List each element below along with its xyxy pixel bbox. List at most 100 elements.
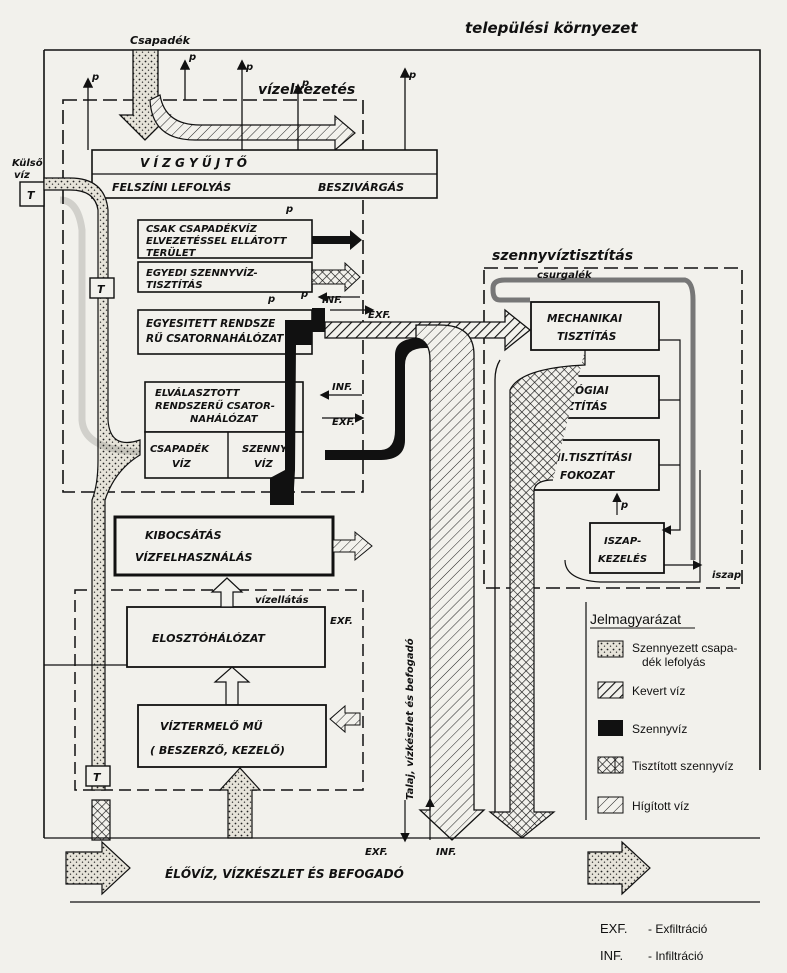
t-box-upper — [89, 277, 115, 299]
p-label-8: p — [300, 289, 308, 300]
t-label-3: T — [93, 771, 102, 784]
rain-water-text-2: VÍZ — [172, 457, 191, 470]
sewage-flow-separate — [325, 338, 470, 460]
distribution-text: ELOSZTÓHÁLÓZAT — [152, 632, 266, 645]
separate-split-box: CSAPADÉK VÍZ SZENNY VÍZ — [144, 431, 304, 479]
sludge-text-2: KEZELÉS — [598, 552, 647, 565]
sewage-flow-combined — [270, 308, 325, 505]
waterworks-box: VÍZTERMELŐ MŰ ( BESZERZŐ, KEZELŐ) — [137, 704, 327, 768]
p-label-1: p — [91, 72, 99, 83]
discharge-box: KIBOCSÁTÁS VÍZFELHASZNÁLÁS — [113, 515, 335, 577]
water-supply-label: vízellátás — [255, 594, 309, 606]
living-water-label: ÉLŐVÍZ, VÍZKÉSZLET ÉS BEFOGADÓ — [165, 866, 404, 881]
p-label-2: p — [188, 52, 196, 63]
legend-abbr-exf-text: - Exfiltráció — [648, 922, 708, 936]
legend-label-polluted-runoff-2: dék lefolyás — [642, 655, 705, 669]
individual-text-2: TISZTÍTÁS — [146, 278, 203, 291]
p-label-3: p — [245, 62, 253, 73]
sludge-label: iszap — [712, 570, 741, 581]
exf-label-3: EXF. — [330, 616, 353, 627]
mechanical-text-1: MECHANIKAI — [547, 313, 622, 325]
groundwater-label: Talaj, vízkészlet és befogadó — [404, 638, 416, 800]
inf-exf-arrows — [317, 292, 435, 843]
legend-swatch-hatch — [597, 681, 624, 699]
seepage-label: BESZIVÁRGÁS — [318, 181, 404, 194]
p-label-4: p — [301, 78, 309, 89]
legend-swatch-cross — [597, 756, 624, 774]
exf-label-2: EXF. — [332, 417, 355, 428]
legend-label-mixed-water: Kevert víz — [632, 684, 685, 698]
collector-label: V Í Z G Y Ű J T Ő — [140, 155, 247, 170]
waterworks-text-1: VÍZTERMELŐ MŰ — [160, 719, 263, 733]
legend-swatch-dots — [597, 640, 624, 658]
treatment-frame — [483, 267, 743, 589]
runoff-outlet — [91, 799, 111, 841]
legend-abbr-inf: INF. — [600, 948, 623, 963]
individual-outflow — [311, 261, 361, 293]
sewage-water-text-2: VÍZ — [254, 457, 273, 470]
inf-label-1: INF. — [322, 295, 343, 306]
inf-label-2: INF. — [332, 382, 353, 393]
combined-text-2: RŰ CSATORNAHÁLÓZAT — [146, 331, 284, 345]
sludge-text-1: ISZAP- — [604, 536, 641, 547]
evaporation-flow — [149, 94, 356, 152]
legend-swatch-solid — [598, 720, 623, 736]
legend-abbr-inf-text: - Infiltráció — [648, 949, 704, 963]
treatment-arrows — [564, 339, 703, 583]
urban-environment-label: települési környezet — [465, 19, 638, 37]
combined-sewer-box: EGYESITETT RENDSZE RŰ CSATORNAHÁLÓZAT — [137, 309, 313, 355]
leachate-label: csurgalék — [537, 269, 593, 281]
water-collector-box: V Í Z G Y Ű J T Ő FELSZÍNI LEFOLYÁS BESZ… — [91, 149, 438, 199]
waterworks-text-2: ( BESZERZŐ, KEZELŐ) — [150, 743, 285, 757]
inflow-arrow — [65, 840, 131, 896]
outside-water-label: Külső — [12, 157, 43, 169]
tertiary-text-1: III.TISZTÍTÁSI — [553, 451, 632, 464]
rain-only-area-box: CSAK CSAPADÉKVÍZ ELVEZETÉSSEL ELLÁTOTT T… — [137, 219, 313, 259]
p-label-6: p — [285, 204, 293, 215]
mechanical-treatment-box: MECHANIKAI TISZTÍTÁS — [530, 301, 660, 351]
t-label-1: T — [27, 189, 36, 202]
legend-swatch-light-hatch — [597, 796, 624, 814]
outside-water-flow — [59, 196, 141, 456]
p-label-5: p — [408, 70, 416, 81]
combined-text-1: EGYESITETT RENDSZE — [146, 318, 276, 330]
rain-water-text-1: CSAPADÉK — [150, 442, 210, 455]
evaporation-arrows — [82, 59, 411, 150]
water-intake-arrow — [218, 767, 262, 839]
drainage-label: vízelvezetés — [258, 82, 355, 98]
drainage-frame — [62, 99, 364, 493]
legend-label-sewage: Szennyvíz — [632, 722, 687, 736]
treated-water-flow — [488, 350, 586, 839]
discharge-text-2: VÍZFELHASZNÁLÁS — [135, 551, 252, 564]
separate-text-2: RENDSZERŰ CSATOR- — [155, 398, 275, 412]
diluted-water-flow — [415, 324, 486, 841]
treated-water-edge — [494, 359, 501, 812]
surface-runoff-label: FELSZÍNI LEFOLYÁS — [112, 181, 231, 194]
distribution-box: ELOSZTÓHÁLÓZAT — [126, 606, 326, 668]
tertiary-text-2: FOKOZAT — [560, 470, 615, 482]
waterworks-up-arrow — [213, 666, 251, 706]
rain-only-text-2: ELVEZETÉSSEL ELLÁTOTT — [146, 234, 288, 247]
inf-label-3: INF. — [436, 847, 457, 858]
separate-sewer-box: ELVÁLASZTOTT RENDSZERŰ CSATOR- NAHÁLÓZAT — [144, 381, 304, 433]
precipitation-label: Csapadék — [130, 34, 191, 47]
groundwater-intake-arrow — [329, 704, 361, 734]
legend-label-polluted-runoff: Szennyezett csapa- — [632, 641, 737, 655]
discharge-outflow — [332, 530, 373, 562]
legend-label-diluted-water: Hígított víz — [632, 799, 689, 813]
outflow-arrow — [587, 840, 651, 896]
treatment-label: szennyvíztisztítás — [492, 248, 633, 264]
legend-title: Jelmagyarázat — [590, 611, 681, 627]
t-box-outside — [19, 181, 45, 207]
discharge-text-1: KIBOCSÁTÁS — [145, 529, 222, 542]
p-label-7: p — [267, 294, 275, 305]
distribution-up-arrow — [210, 577, 244, 608]
individual-treatment-box: EGYEDI SZENNYVÍZ- TISZTÍTÁS — [137, 261, 313, 293]
polluted-runoff-flow — [43, 177, 141, 791]
rain-only-text-1: CSAK CSAPADÉKVÍZ — [146, 222, 258, 235]
rain-only-outflow — [312, 230, 362, 250]
legend-label-treated-sewage: Tisztított szennyvíz — [632, 759, 734, 773]
t-box-lower — [85, 765, 111, 787]
t-label-2: T — [97, 283, 106, 296]
